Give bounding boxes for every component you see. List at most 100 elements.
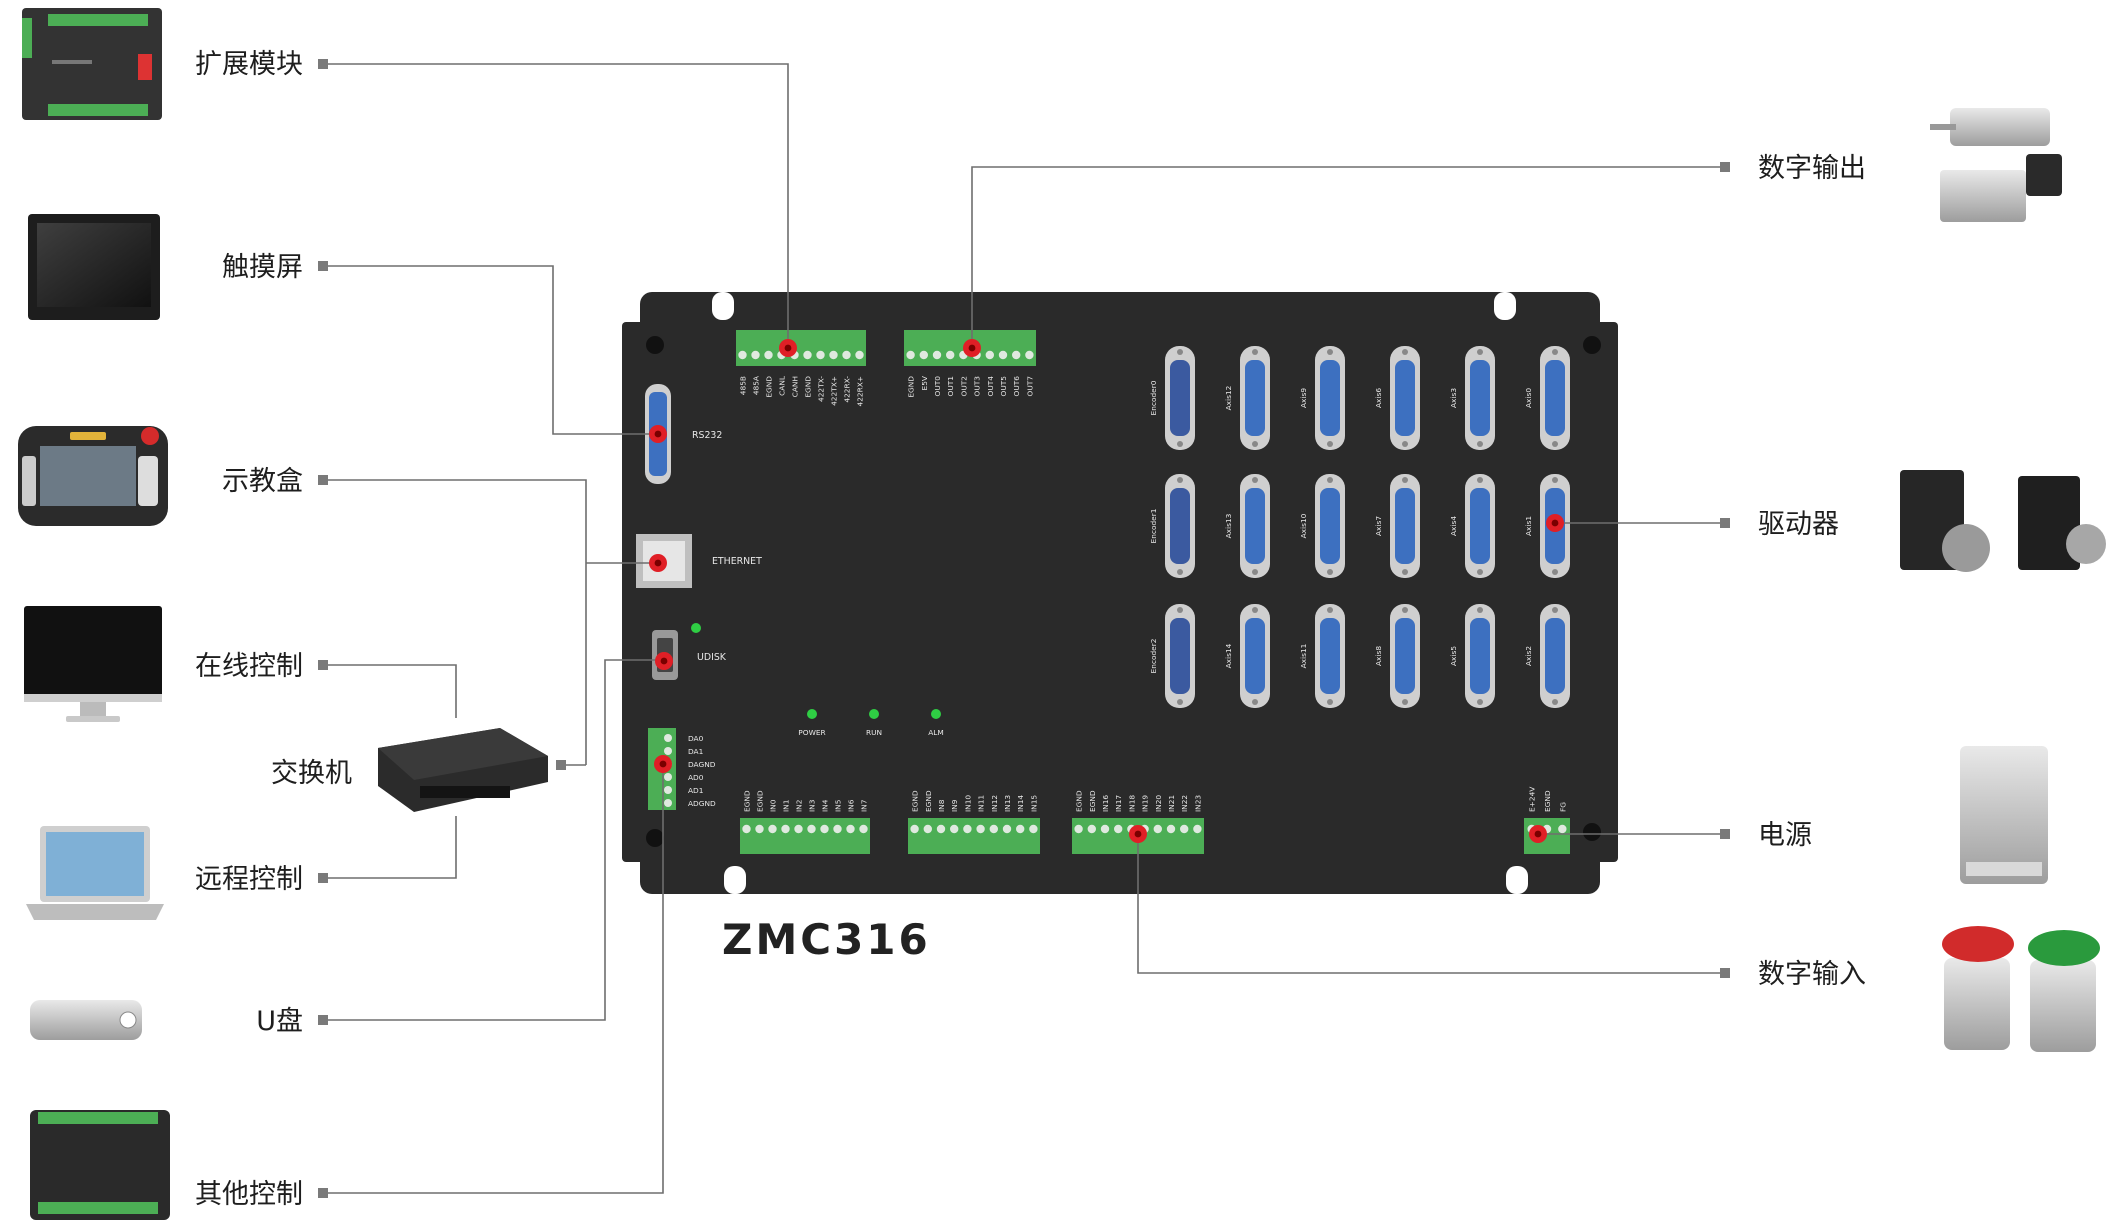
terminal-label: IN10 [963, 795, 972, 812]
terminal-label: IN15 [1029, 795, 1038, 812]
terminal-label: IN16 [1101, 795, 1110, 812]
terminal-label: IN0 [769, 799, 778, 812]
db9-label: Axis10 [1299, 513, 1308, 538]
terminal-label: 485A [752, 376, 761, 395]
terminal-label: EGND [756, 790, 765, 812]
terminal-label: IN14 [1016, 795, 1025, 812]
line-digital-out [971, 166, 1720, 348]
db9-port: Axis4 [1449, 474, 1495, 578]
db9-port: Axis6 [1374, 346, 1420, 450]
terminal-label: IN11 [977, 795, 986, 812]
db9-label: Encoder1 [1149, 508, 1158, 543]
terminal-label: E+24V [1528, 787, 1537, 812]
db9-port: Axis10 [1299, 474, 1345, 578]
terminal-label: OUT6 [1012, 376, 1021, 397]
db9-label: Axis5 [1449, 646, 1458, 666]
db9-label: Axis0 [1524, 388, 1533, 408]
terminal-label: DA0 [688, 734, 704, 743]
terminal-label: EGND [765, 376, 774, 398]
terminal-label: CANH [791, 376, 800, 397]
terminal-label: IN8 [937, 799, 946, 812]
expansion-module-picture [22, 8, 162, 120]
terminal-label: 422RX- [843, 376, 852, 403]
terminal-label: IN18 [1127, 795, 1136, 812]
db9-label: Axis14 [1224, 643, 1233, 668]
db9-port: Encoder1 [1149, 474, 1195, 578]
teach-pendant-picture [18, 426, 168, 526]
terminal-label: IN20 [1154, 795, 1163, 812]
terminal-label: IN1 [782, 799, 791, 812]
push-buttons-picture [1942, 926, 2100, 1052]
terminal-label: EGND [1088, 790, 1097, 812]
terminal-label: AD0 [688, 773, 704, 782]
terminal-label: EGND [1543, 790, 1552, 812]
terminal-label: IN6 [847, 799, 856, 812]
terminal-label: OUT7 [1025, 376, 1034, 397]
cylinder-valve-picture [1930, 108, 2062, 222]
right-label: 数字输入 [1758, 959, 1866, 990]
usb-stick-picture [30, 1000, 142, 1040]
rs232-label: RS232 [692, 430, 722, 441]
laptop-picture [26, 826, 164, 920]
db9-port: Encoder2 [1149, 604, 1195, 708]
terminal-label: 422TX+ [830, 376, 839, 406]
terminal-label: EGND [804, 376, 813, 398]
servo-driver-picture [1900, 470, 2106, 572]
db9-port: Axis0 [1524, 346, 1570, 450]
left-label: 示教盒 [222, 466, 303, 497]
db9-port: Axis3 [1449, 346, 1495, 450]
terminal-label: OUT4 [986, 376, 995, 397]
line-digital-in [1137, 834, 1720, 974]
db9-port: Axis7 [1374, 474, 1420, 578]
terminal-label: OUT3 [973, 376, 982, 397]
line-udisk [328, 659, 664, 1021]
db9-port: Axis5 [1449, 604, 1495, 708]
power-supply-picture [1960, 746, 2048, 884]
line-online [328, 664, 457, 718]
db9-port: Encoder0 [1149, 346, 1195, 450]
terminal-label: 422TX- [817, 376, 826, 402]
terminal-label: ADGND [688, 799, 716, 808]
left-label: U盘 [256, 1006, 303, 1037]
terminal-label: OUT5 [999, 376, 1008, 397]
db9-port: Axis8 [1374, 604, 1420, 708]
terminal-label: EGND [924, 790, 933, 812]
led-power [807, 709, 817, 719]
db9-label: Axis13 [1224, 513, 1233, 538]
other-controller-picture [30, 1110, 170, 1220]
controller-board [622, 292, 1618, 894]
left-label: 远程控制 [195, 864, 303, 895]
terminal-label: OUT2 [959, 376, 968, 396]
db9-ports: Encoder0 Axis12 Axis9 Axis6 Axis3 Axis0Encode… [1149, 346, 1570, 708]
db9-label: Encoder0 [1149, 380, 1158, 415]
db9-port: Axis13 [1224, 474, 1270, 578]
db9-port: Axis2 [1524, 604, 1570, 708]
db9-label: Encoder2 [1149, 639, 1158, 674]
terminal-label: EGND [743, 790, 752, 812]
db9-port: Axis9 [1299, 346, 1345, 450]
terminal-label: IN5 [834, 799, 843, 812]
db9-label: Axis8 [1374, 646, 1383, 666]
line-other [328, 764, 664, 1194]
left-label: 其他控制 [195, 1179, 303, 1210]
line-touchscreen [328, 265, 658, 435]
db9-label: Axis12 [1224, 386, 1233, 411]
terminal-label: IN7 [860, 799, 869, 812]
terminal-label: IN4 [821, 799, 830, 812]
left-label: 交换机 [271, 758, 352, 789]
terminal-label: EGND [1075, 790, 1084, 812]
terminal-label: DA1 [688, 747, 704, 756]
connection-lines [318, 59, 1730, 1198]
terminal-label: IN2 [795, 800, 804, 812]
touch-screen-picture [28, 214, 160, 320]
db9-port: Axis14 [1224, 604, 1270, 708]
left-label: 触摸屏 [222, 252, 303, 283]
db9-label: Axis11 [1299, 643, 1308, 668]
terminal-label: OUT1 [946, 376, 955, 397]
